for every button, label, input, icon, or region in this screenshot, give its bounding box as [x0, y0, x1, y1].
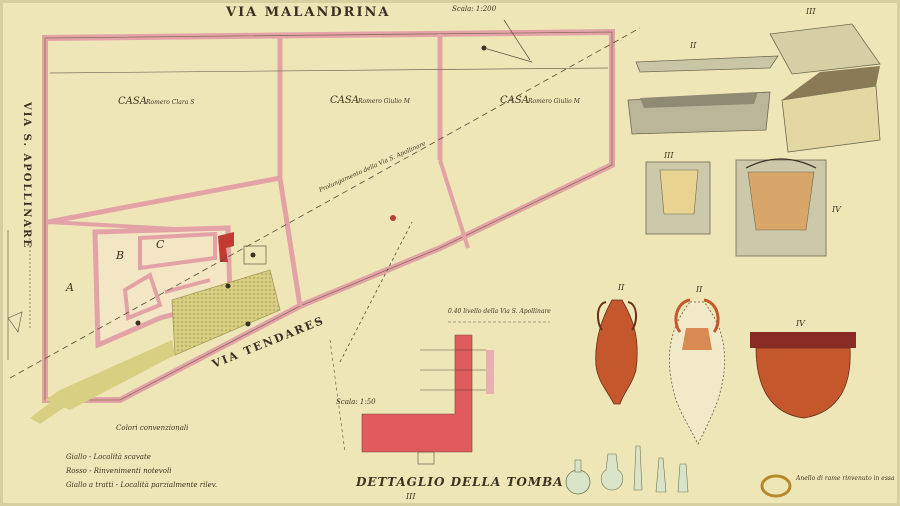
bowl-rim — [750, 332, 856, 348]
chest-box — [781, 85, 881, 153]
section-small-vessel — [659, 169, 699, 215]
amphora-red-handle-left — [596, 301, 607, 331]
tomb-enclosure — [243, 245, 267, 265]
legend: Colori convenzionali Giallo - Località s… — [65, 424, 217, 489]
amphora-outline-neck — [682, 328, 712, 350]
legend-title: Colori convenzionali — [116, 424, 188, 432]
room-b-small — [122, 272, 163, 321]
legend-item-red: Rosso - Rinvenimenti notevoli — [65, 467, 171, 475]
room-partition — [164, 278, 211, 294]
svg-text:Romero Giulio M: Romero Giulio M — [357, 98, 411, 105]
numeral-amphora-red: II — [617, 283, 625, 292]
svg-text:Romero Giulio M: Romero Giulio M — [527, 98, 581, 105]
sarcophagus-lid — [635, 55, 779, 73]
excavated-road — [30, 395, 72, 424]
scale-main-label: Scala: 1:200 — [452, 5, 497, 13]
amphora-red — [595, 299, 638, 405]
section-large-handle — [745, 158, 817, 169]
copper-ring — [760, 474, 792, 498]
amphora-red-handle-right — [627, 301, 638, 331]
area-letter-a: A — [65, 281, 74, 294]
glass-bottle-3 — [655, 457, 667, 493]
amphora-outline — [668, 301, 726, 445]
numeral-amphora-outline: II — [695, 285, 703, 294]
survey-point-1 — [225, 283, 231, 289]
detail-number: III — [405, 492, 416, 501]
detail-pier — [486, 350, 494, 394]
house-label-1: CASA Romero Clara S — [118, 96, 194, 107]
detail-scale: Scala: 1:50 — [336, 398, 376, 406]
survey-line-2 — [339, 221, 413, 363]
street-label-left: VIA S. APOLLINARE — [21, 101, 32, 249]
survey-point-2 — [245, 321, 251, 327]
survey-line-3 — [483, 47, 533, 63]
svg-text:CASA: CASA — [500, 95, 529, 106]
survey-diagonal-line — [9, 27, 641, 379]
legend-item-yellow: Giallo - Località scavate — [66, 453, 151, 461]
house-wall-3 — [438, 159, 470, 249]
street-front-line — [49, 67, 609, 74]
glass-bottle-4 — [677, 463, 689, 493]
legend-item-hatched: Giallo a tratti - Località parzialmente … — [66, 481, 217, 489]
house-label-2: CASA Romero Giulio M — [330, 95, 411, 106]
detail-step — [417, 451, 435, 465]
room-c-outline — [138, 231, 217, 271]
numeral-chest: III — [805, 7, 816, 16]
chest-lid — [769, 23, 881, 75]
tomb-find-red — [218, 232, 234, 262]
detail-note: 0.40 livello della Via S. Apollinare — [448, 308, 551, 315]
compass-mark — [7, 311, 23, 333]
svg-text:Romero Clara S: Romero Clara S — [145, 99, 194, 106]
glass-vessels — [565, 445, 689, 495]
house-label-3: CASA Romero Giulio M — [500, 95, 581, 106]
section-large-vessel — [747, 171, 815, 231]
survey-line-4 — [503, 19, 531, 61]
glass-flask-round — [565, 469, 591, 495]
amphora-outline-handle-left — [674, 298, 691, 333]
stone-box-inner — [640, 92, 758, 108]
area-letter-c: C — [156, 238, 165, 251]
detail-dim-diagonal — [329, 339, 346, 453]
area-letter-b: B — [115, 249, 124, 262]
detail-title: DETTAGLIO DELLA TOMBA — [355, 475, 564, 489]
inner-lot-wall — [47, 175, 303, 307]
glass-flask-neck — [574, 459, 582, 473]
detail-wall-outline — [361, 334, 473, 453]
numeral-section-small: III — [663, 151, 674, 160]
excavated-area-partial — [171, 269, 281, 356]
chest-opening — [782, 66, 880, 100]
survey-point-3 — [135, 320, 141, 326]
numeral-section-large: IV — [831, 205, 842, 214]
bowl-body — [755, 347, 851, 419]
street-label-top: VIA MALANDRINA — [225, 5, 391, 20]
survey-point-red — [390, 215, 396, 221]
detail-wall-red — [362, 335, 472, 452]
svg-text:CASA: CASA — [118, 96, 147, 107]
glass-bottle-1 — [600, 453, 624, 491]
amphora-outline-handle-right — [703, 298, 720, 333]
excavated-area — [45, 340, 175, 410]
svg-text:CASA: CASA — [330, 95, 359, 106]
numeral-bowl: IV — [795, 319, 806, 328]
numeral-lid: II — [689, 41, 697, 50]
tomb-marker — [250, 252, 256, 258]
finds-illustrations: II III III IV II II IV — [565, 7, 895, 498]
tomb-detail: 0.40 livello della Via S. Apollinare Sca… — [329, 308, 564, 501]
ring-label: Anello di rame rinvenuto in essa — [795, 475, 895, 482]
glass-bottle-2 — [633, 445, 643, 491]
